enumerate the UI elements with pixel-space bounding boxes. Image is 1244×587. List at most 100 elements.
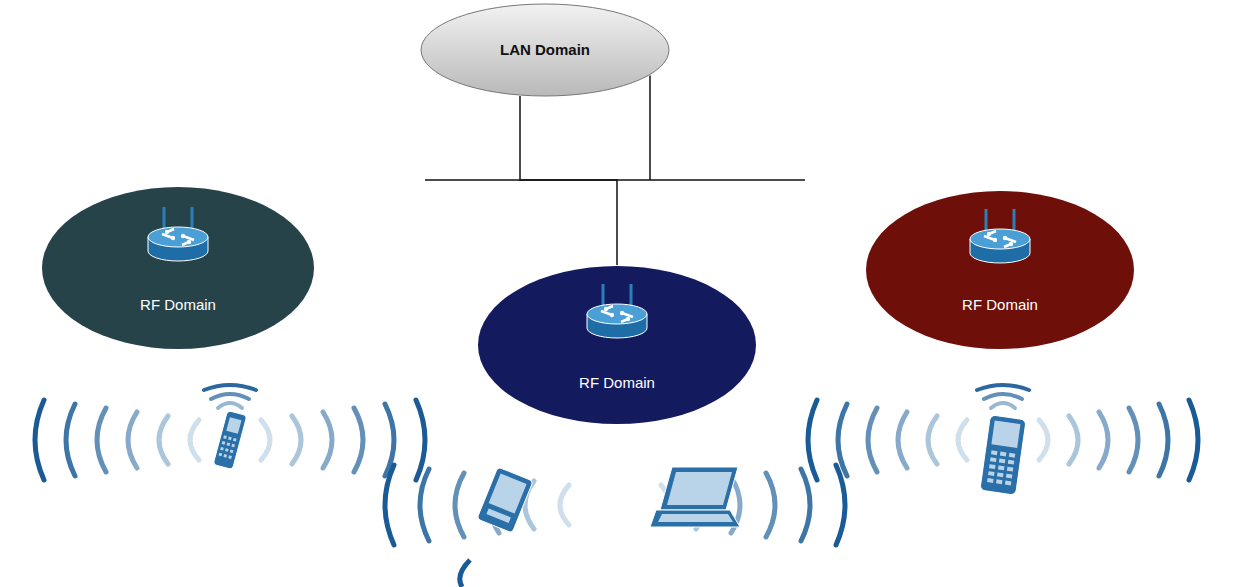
wave-arc [958,420,967,460]
radio-waves [977,385,1029,408]
radio-waves [35,400,425,480]
router-arrow-head [620,311,624,315]
wave-arc [35,400,44,480]
text-holder: LAN Domain [420,41,670,59]
wave-arc [420,469,429,541]
terminal-body [980,415,1026,495]
wave-arc [261,420,270,460]
wave-arc [868,408,877,472]
wave-arc [218,403,242,408]
phone-key [231,444,235,448]
router-arrow-head [610,313,614,317]
wave-arc [323,412,332,468]
wave-arc [1129,408,1138,472]
wave-arc [766,473,775,537]
laptop-screen [667,472,732,505]
rf-domain-ellipse: RF Domain [865,190,1135,350]
domain-label: LAN Domain [500,41,590,58]
laptop-base [650,510,740,527]
terminal-key [1008,460,1014,465]
phone-key [230,449,234,453]
router-arrow-head [626,317,630,321]
wave-arc [801,469,810,541]
router-top [148,227,208,247]
wave-arc [354,408,363,472]
wave-arc [1159,404,1168,476]
phone-screen [226,417,241,434]
terminal-key [991,450,997,455]
phone-key [223,454,227,458]
wave-arc [984,394,1022,399]
ellipse-fill [478,266,756,424]
router-arrow-head [171,236,175,240]
domain-label: RF Domain [140,296,216,313]
wave-arc [292,416,301,464]
router-icon [970,209,1030,263]
wave-arc [928,416,937,464]
terminal-key [1000,452,1006,457]
bus-connector [520,96,617,265]
terminal-key [1009,453,1015,458]
wave-arc [204,385,256,390]
bus-wires [425,76,805,180]
connector-layer [520,96,617,265]
router-icon [587,284,647,338]
wave-arc [460,560,470,587]
ellipse-fill [866,191,1134,349]
router-arrow-head [1003,236,1007,240]
radio-waves [385,465,845,545]
lan-domain-ellipse: LAN Domain [420,3,670,97]
wave-arc [560,485,569,525]
pda-body [477,467,533,533]
pda-buttons [486,508,511,523]
terminal-key [997,472,1003,477]
phone-key [223,435,227,439]
wave-arc [159,416,168,464]
phone-key [222,441,226,445]
terminal-key [989,464,995,469]
terminal-key [999,459,1005,464]
terminal-key [1006,474,1012,479]
domain-label: RF Domain [579,374,655,391]
wave-arc [190,420,199,460]
wave-arc [128,412,137,468]
terminal-key [996,479,1002,484]
ellipse-outline [41,186,315,350]
phone-key [227,442,231,446]
wave-arc [836,465,845,545]
wave-arc [1099,412,1108,468]
wave-arc [898,412,907,468]
ellipse-outline [477,265,757,425]
router-top [587,304,647,324]
router-icon [148,207,208,261]
wave-arc [808,400,817,480]
ellipse-fill [42,187,314,349]
wave-arc [455,473,464,537]
pda [477,467,533,533]
wave-arc [977,385,1029,390]
phone-key [225,448,229,452]
ellipse-outline [865,190,1135,350]
bus-drop [649,76,651,180]
laptop [650,467,740,527]
text-holder: RF Domain [865,296,1135,314]
wave-arc [97,408,106,472]
terminal-key [1007,467,1013,472]
terminal-key [990,457,996,462]
terminal-key [987,478,993,483]
wave-arc [211,394,249,399]
router-arrow-head [993,238,997,242]
router-arrow-head [165,230,169,234]
phone-key [228,455,232,459]
wave-arc [66,404,75,476]
router-arrow-head [181,234,185,238]
terminal-screen [991,421,1020,448]
wave-arc [1189,400,1198,480]
text-holder: RF Domain [41,296,315,314]
terminal-key [998,465,1004,470]
wave-arc [838,404,847,476]
router-arrow-head [987,232,991,236]
wave-arc [991,403,1015,408]
text-holder: RF Domain [477,374,757,392]
wave-arc [1039,420,1048,460]
